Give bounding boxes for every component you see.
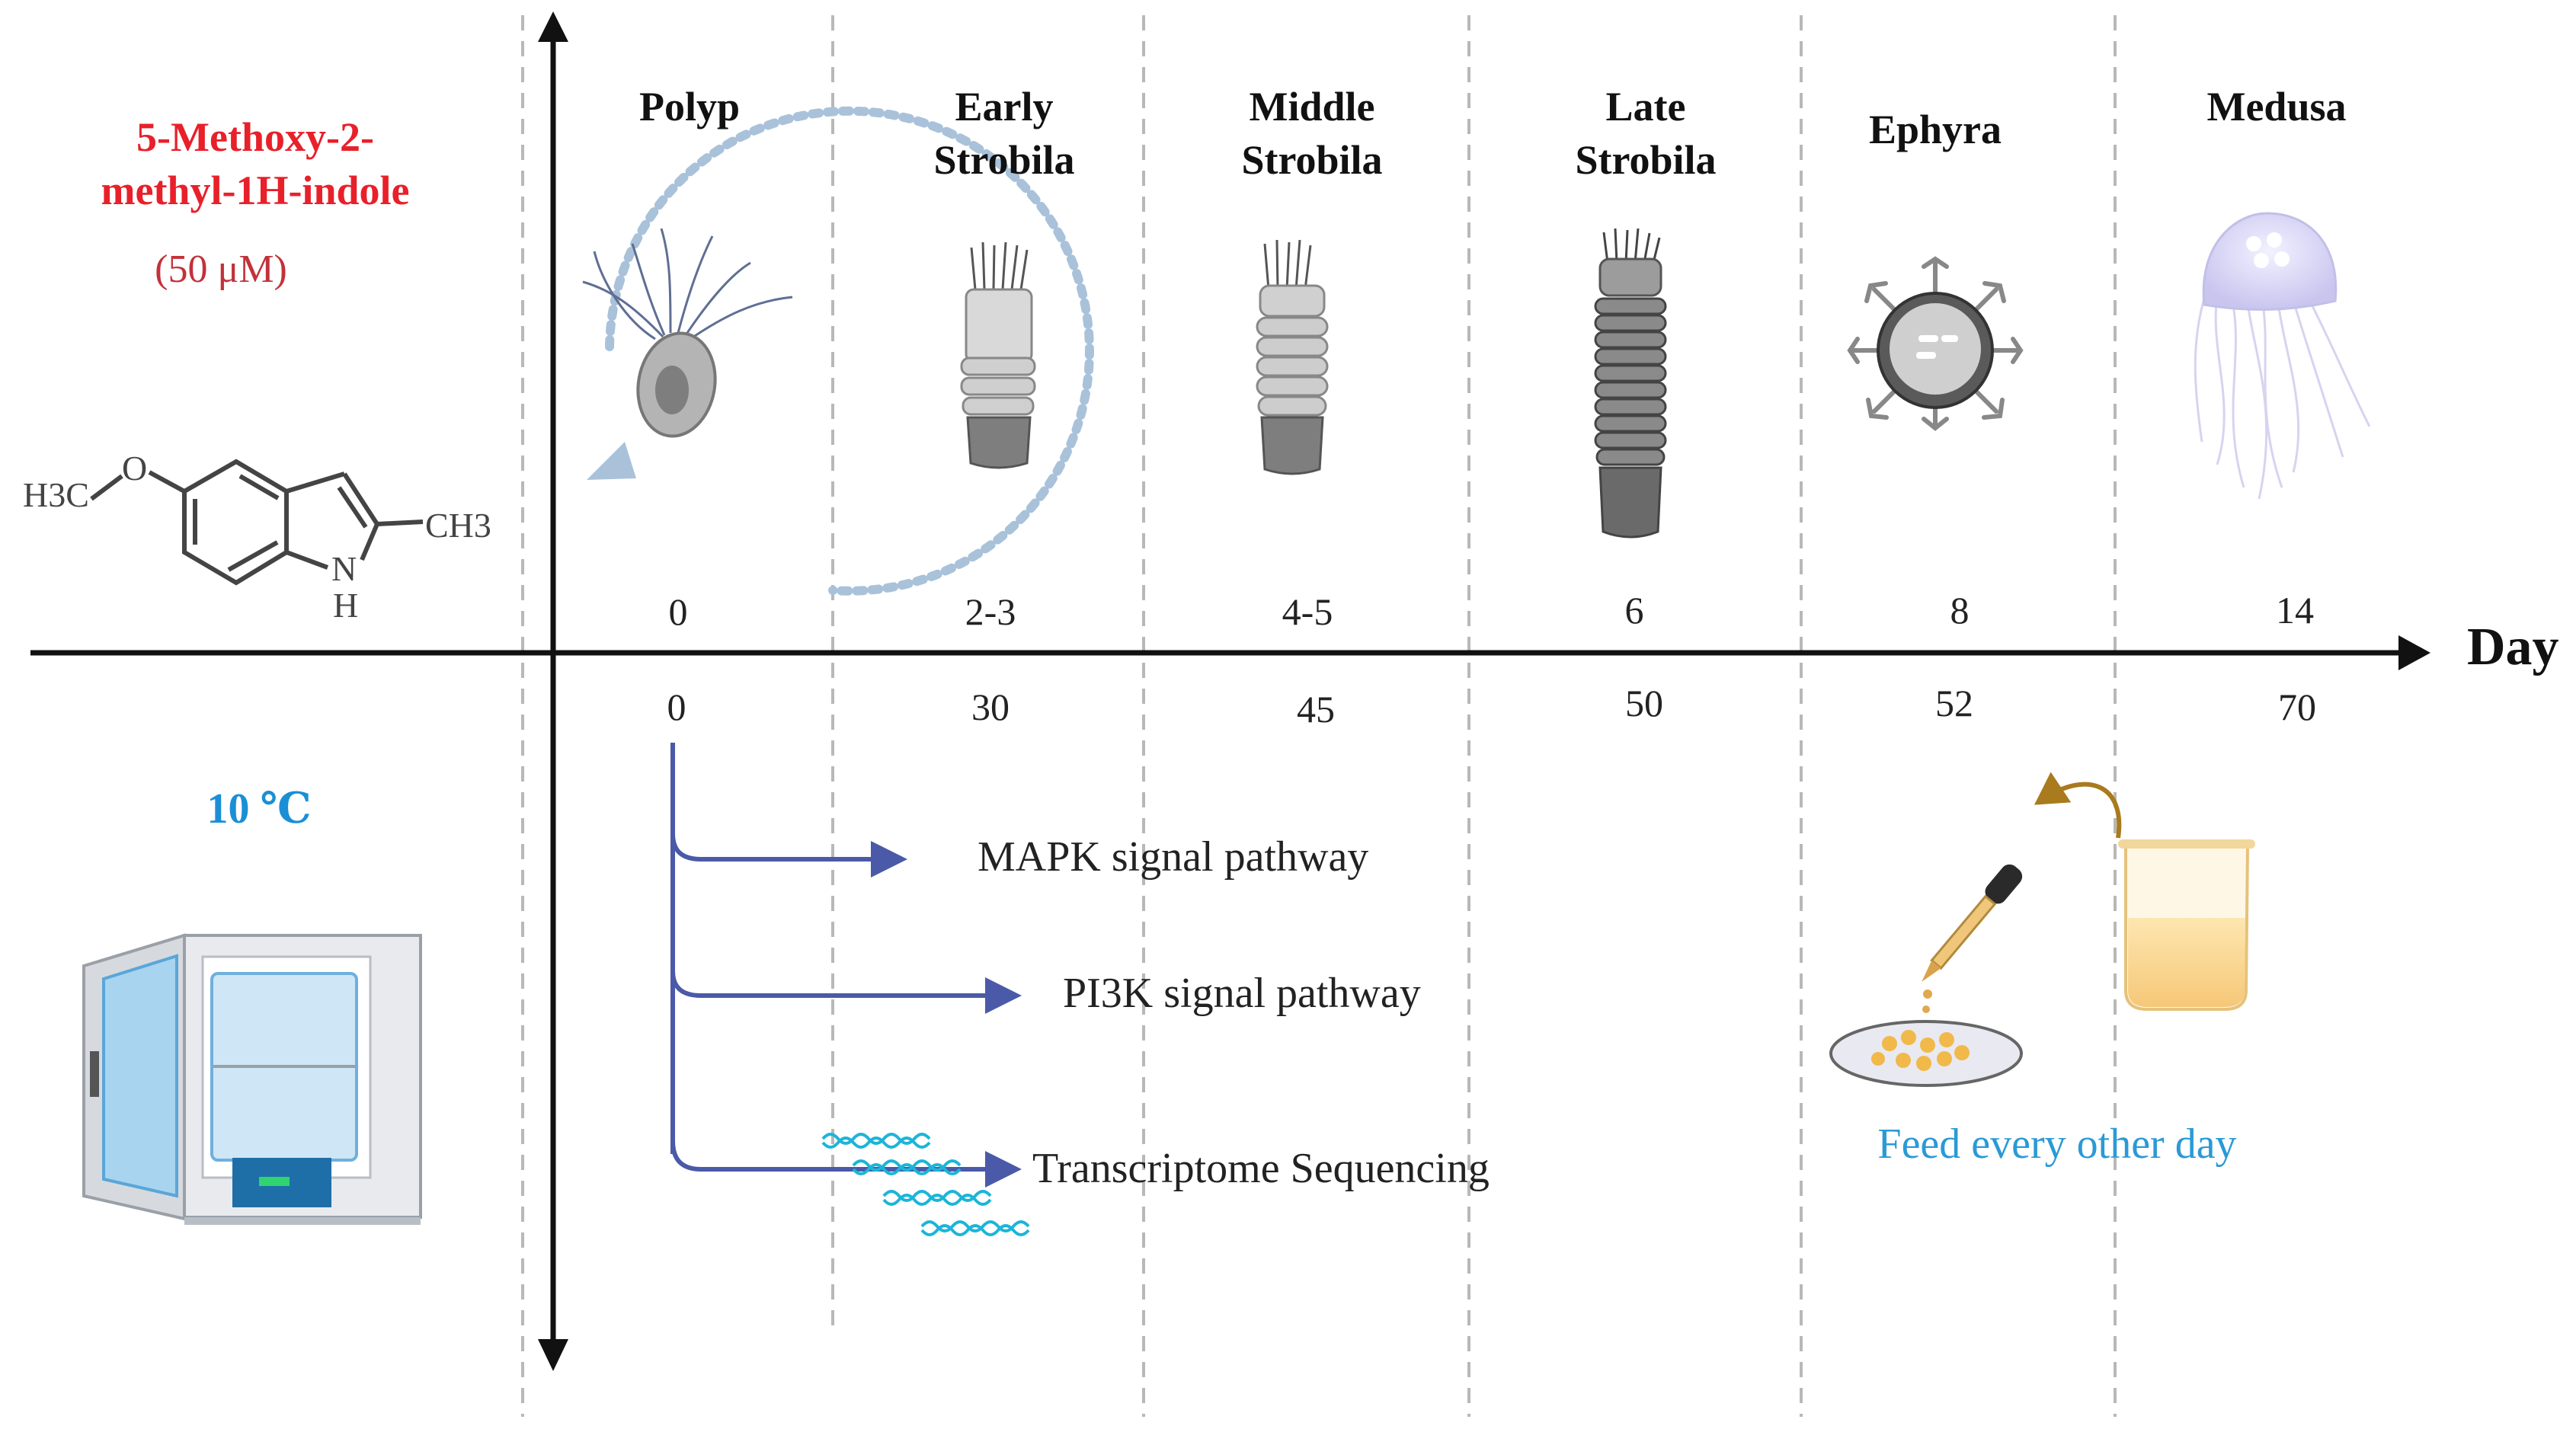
early-strobila-illustration xyxy=(960,241,1036,469)
stage-title-polyp: Polyp xyxy=(639,84,740,129)
branch-transcriptome xyxy=(670,1140,1022,1188)
structure-label-nh-hydrogen: H xyxy=(333,586,358,625)
axes xyxy=(30,11,2430,1371)
compound-day-early: 2-3 xyxy=(965,590,1016,633)
y-axis-arrow-top xyxy=(538,11,568,42)
feeding-label: Feed every other day xyxy=(1877,1121,2236,1168)
temperature-label: 10 ℃ xyxy=(206,785,311,833)
structure-label-nitrogen: N xyxy=(331,549,357,588)
temperature-day-polyp: 0 xyxy=(667,686,686,728)
compound-name-line2: methyl-1H-indole xyxy=(101,168,410,213)
stage-title-late-line1: Late xyxy=(1606,84,1686,129)
life-cycle-arrowhead xyxy=(587,442,636,480)
polyp-illustration xyxy=(582,228,793,438)
dropper-icon xyxy=(1922,864,2023,982)
compound-day-polyp: 0 xyxy=(669,590,688,633)
compound-day-ephyra: 8 xyxy=(1950,589,1970,631)
stage-title-late-line2: Strobila xyxy=(1575,137,1716,183)
branch-pi3k xyxy=(670,970,1022,1014)
compound-day-middle: 4-5 xyxy=(1282,590,1333,633)
compound-concentration: (50 μM) xyxy=(155,248,287,291)
y-axis-arrow-bottom xyxy=(538,1339,568,1371)
structure-label-h3c: H3C xyxy=(23,475,89,514)
temperature-day-ephyra: 52 xyxy=(1935,682,1973,724)
stage-titles: Polyp Early Strobila Middle Strobila Lat… xyxy=(639,84,2347,183)
stage-dividers xyxy=(521,15,2117,1417)
analysis-branches xyxy=(670,743,1022,1188)
late-strobila-illustration xyxy=(1594,228,1667,539)
chemical-structure xyxy=(90,459,424,586)
medusa-illustration xyxy=(2194,212,2371,500)
dna-strands-icon xyxy=(821,1133,1030,1236)
stage-title-middle-line1: Middle xyxy=(1249,84,1374,129)
temperature-day-middle: 45 xyxy=(1297,688,1335,730)
stage-title-ephyra: Ephyra xyxy=(1869,107,2002,152)
ephyra-illustration xyxy=(1847,256,2024,431)
feeding-arrow xyxy=(2034,772,2122,839)
compound-name-line1: 5-Methoxy-2- xyxy=(136,114,374,160)
compound-day-labels: 0 2-3 4-5 6 8 14 xyxy=(669,589,2315,633)
feeding-illustration xyxy=(1829,772,2255,1087)
chemical-structure-labels: H3C O CH3 N H xyxy=(23,449,491,625)
stage-title-early-line2: Strobila xyxy=(933,137,1074,183)
temperature-day-medusa: 70 xyxy=(2278,686,2316,728)
stage-title-early-line1: Early xyxy=(955,84,1054,129)
temperature-day-labels: 0 30 45 50 52 70 xyxy=(667,682,2317,730)
x-axis-label: Day xyxy=(2467,618,2559,676)
middle-strobila-illustration xyxy=(1256,239,1329,475)
structure-label-oxygen: O xyxy=(122,449,147,488)
temperature-day-late: 50 xyxy=(1625,682,1663,724)
compound-block: 5-Methoxy-2- methyl-1H-indole (50 μM) xyxy=(101,114,410,291)
stage-title-medusa: Medusa xyxy=(2206,84,2346,129)
stage-title-middle-line2: Strobila xyxy=(1241,137,1382,183)
branch-mapk xyxy=(670,833,907,878)
analysis-label-mapk: MAPK signal pathway xyxy=(978,833,1368,881)
compound-day-medusa: 14 xyxy=(2276,589,2314,631)
analysis-label-transcriptome: Transcriptome Sequencing xyxy=(1032,1145,1490,1192)
petri-dish-icon xyxy=(1829,1020,2023,1087)
life-cycle-arrow xyxy=(587,106,1094,596)
temperature-day-early: 30 xyxy=(971,686,1010,728)
structure-label-ch3: CH3 xyxy=(425,506,491,545)
compound-day-late: 6 xyxy=(1625,589,1644,631)
x-axis-arrow xyxy=(2398,635,2430,670)
incubator-illustration xyxy=(82,933,422,1225)
analysis-labels: MAPK signal pathway PI3K signal pathway … xyxy=(978,833,1490,1192)
analysis-label-pi3k: PI3K signal pathway xyxy=(1063,970,1421,1017)
